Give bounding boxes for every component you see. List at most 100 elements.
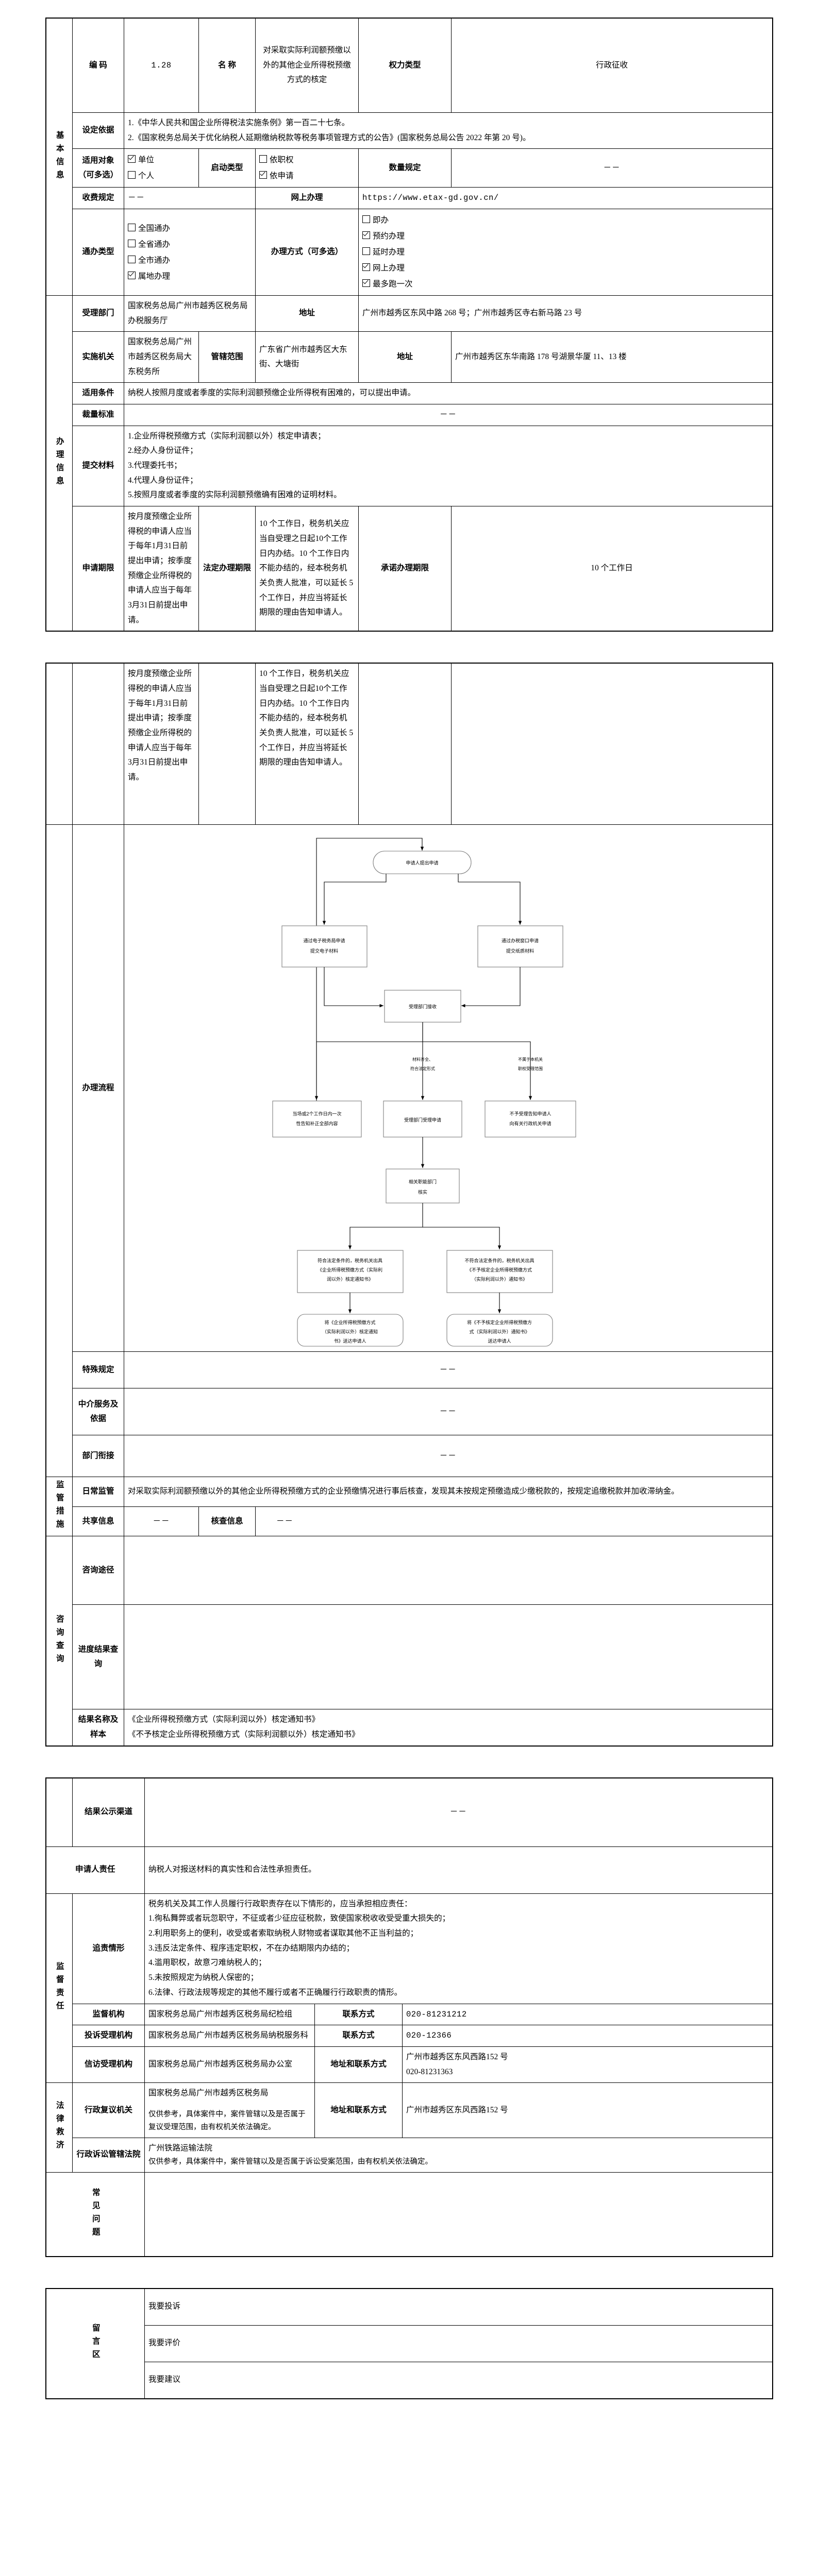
table-row: 裁量标准 －－	[46, 404, 773, 426]
table-row: 设定依据 1.《中华人民共和国企业所得税法实施条例》第一百二十七条。 2.《国家…	[46, 112, 773, 149]
label-name: 名 称	[198, 18, 256, 113]
flow-node-supplement-text-2: 性告知补正全部内容	[296, 1121, 338, 1126]
duty-item: 2.利用职务上的便利，收受或者索取纳税人财物或者谋取其他不正当利益的；	[148, 1929, 419, 1938]
court-name: 广州铁路运输法院	[148, 2143, 213, 2153]
table-row: 收费规定 －－ 网上办理 https://www.etax-gd.gov.cn/	[46, 187, 773, 210]
checkbox-mode-online[interactable]: 网上办理	[362, 260, 769, 276]
checkbox-access-city[interactable]: 全市通办	[128, 252, 252, 268]
checkbox-mode-extended-label: 延时办理	[373, 248, 405, 257]
table-row: 实施机关 国家税务总局广州市越秀区税务局大东税务所 管辖范围 广东省广州市越秀区…	[46, 331, 773, 383]
table-row: 办理信息 受理部门 国家税务总局广州市越秀区税务局办税服务厅 地址 广州市越秀区…	[45, 295, 773, 632]
label-impl-address: 地址	[358, 331, 452, 383]
spacer-cell	[451, 663, 773, 825]
label-complaint-org: 投诉受理机构	[72, 2025, 145, 2047]
review-org-name: 国家税务总局广州市越秀区税务局	[148, 2089, 269, 2098]
checkbox-mode-appointment[interactable]: 预约办理	[362, 228, 769, 244]
table-row: 部门衔接 －－	[46, 1435, 773, 1478]
table-row: 我要评价	[46, 2325, 773, 2362]
value-basis: 1.《中华人民共和国企业所得税法实施条例》第一百二十七条。 2.《国家税务总局关…	[124, 112, 773, 149]
flow-node-apply	[373, 851, 472, 875]
value-supervisor-contact: 020-81231212	[402, 2003, 773, 2026]
message-item-suggest[interactable]: 我要建议	[144, 2361, 773, 2399]
flow-edge-receive-supplement	[314, 1022, 423, 1100]
value-result-name: 《企业所得税预缴方式（实际利润以外）核定通知书》 《不予核定企业所得税预缴方式（…	[124, 1709, 773, 1747]
label-target: 适用对象（可多选）	[72, 148, 124, 188]
table-row: 信访受理机构 国家税务总局广州市越秀区税务局办公室 地址和联系方式 广州市越秀区…	[46, 2046, 773, 2083]
flow-node-supplement-text-1: 当场或2个工作日内一次	[293, 1111, 342, 1116]
label-court: 行政诉讼管辖法院	[72, 2137, 145, 2173]
label-condition: 适用条件	[72, 382, 124, 405]
result-sample-item: 《不予核定企业所得税预缴方式（实际利润额以外）核定通知书》	[128, 1730, 360, 1739]
value-faq	[144, 2172, 773, 2257]
table-row: 投诉受理机构 国家税务总局广州市越秀区税务局纳税服务科 联系方式 020-123…	[46, 2025, 773, 2047]
table-row: 结果公示渠道 －－	[45, 1777, 773, 1847]
checkbox-target-unit[interactable]: 单位	[128, 152, 195, 168]
flow-node-etax-text-1: 通过电子税务局申请	[304, 938, 345, 943]
message-item-complaint[interactable]: 我要投诉	[144, 2288, 773, 2326]
label-apply-deadline: 申请期限	[72, 506, 124, 632]
checkbox-mode-appointment-label: 预约办理	[373, 232, 405, 241]
label-jurisdiction: 管辖范围	[198, 331, 256, 383]
label-consult-channel: 咨询途径	[72, 1536, 124, 1605]
flow-node-deny-text-1: 不符合法定条件的，税务机关出具	[465, 1258, 535, 1263]
value-materials: 1.企业所得税预缴方式（实际利润额以外）核定申请表； 2.经办人身份证件； 3.…	[124, 425, 773, 507]
section-label-faq: 常见问题	[45, 2172, 145, 2257]
section-label-handling-2	[45, 824, 73, 1478]
spacer-cell	[45, 1777, 73, 1847]
checkbox-mode-extended[interactable]: 延时办理	[362, 244, 769, 260]
value-petition-contact: 广州市越秀区东风西路152 号 020-81231363	[402, 2046, 773, 2083]
label-legal-deadline: 法定办理期限	[198, 506, 256, 632]
flow-edge-verify-deny	[423, 1227, 502, 1250]
table-flow-and-supervision: 按月度预缴企业所得税的申请人应当于每年1月31日前提出申请；按季度预缴企业所得税…	[45, 663, 773, 1747]
document-page: 基本信息 编 码 1.28 名 称 对采取实际利润额预缴以外的其他企业所得税预缴…	[0, 0, 818, 2430]
label-power-type: 权力类型	[358, 18, 452, 113]
label-quantity: 数量规定	[358, 148, 452, 188]
value-online-url[interactable]: https://www.etax-gd.gov.cn/	[358, 187, 773, 210]
flow-node-window-text-2: 提交纸质材料	[506, 948, 534, 954]
table-basic-info: 基本信息 编 码 1.28 名 称 对采取实际利润额预缴以外的其他企业所得税预缴…	[45, 18, 773, 632]
checkbox-target-person-label: 个人	[138, 172, 155, 181]
checkbox-access-province-label: 全省通办	[138, 240, 171, 249]
section-label-basic: 基本信息	[45, 18, 73, 296]
table-message-area: 留言区 我要投诉 我要评价 我要建议	[45, 2287, 773, 2399]
checkbox-start-application[interactable]: 依申请	[259, 168, 355, 184]
value-link: －－	[124, 1435, 773, 1478]
message-item-evaluate[interactable]: 我要评价	[144, 2325, 773, 2362]
flow-edge-receive-reject	[423, 1041, 532, 1100]
checkbox-mode-instant[interactable]: 即办	[362, 212, 769, 228]
duty-item: 1.徇私舞弊或者玩忽职守，不征或者少征应征税款，致使国家税收收受受重大损失的；	[148, 1914, 450, 1923]
value-promise-deadline: 10 个工作日	[451, 506, 773, 632]
table-row: 结果名称及样本 《企业所得税预缴方式（实际利润以外）核定通知书》 《不予核定企业…	[46, 1709, 773, 1747]
checkbox-access-national[interactable]: 全国通办	[128, 221, 252, 236]
flow-node-deny-text-2: 《不予核定企业所得税预缴方式	[467, 1267, 532, 1273]
value-court: 广州铁路运输法院 仅供参考，具体案件中，案件管辖以及是否属于诉讼受案范围，由有权…	[144, 2137, 773, 2173]
material-item: 4.代理人身份证件；	[128, 476, 198, 485]
value-jurisdiction: 广东省广州市越秀区大东街、大塘街	[255, 331, 359, 383]
checkbox-start-authority[interactable]: 依职权	[259, 152, 355, 168]
value-legal-deadline-cont: 10 个工作日，税务机关应当自受理之日起10个工作日内办结。10 个工作日内不能…	[255, 663, 359, 825]
checkbox-access-province[interactable]: 全省通办	[128, 236, 252, 252]
table-row: 我要建议	[46, 2361, 773, 2399]
checkbox-access-city-label: 全市通办	[138, 256, 171, 265]
value-check-info: －－	[255, 1506, 773, 1537]
checkbox-access-local[interactable]: 属地办理	[128, 268, 252, 284]
flow-label-complete-1: 材料齐全、	[412, 1057, 433, 1062]
table-row: 监管措施 日常监管 对采取实际利润额预缴以外的其他企业所得税预缴方式的企业预缴情…	[45, 1477, 773, 1537]
flow-node-deliver-approve-text-2: （实际利润以外）核定通知	[322, 1329, 378, 1334]
label-accept-dept: 受理部门	[72, 295, 124, 332]
label-publish-channel: 结果公示渠道	[72, 1777, 145, 1847]
checkbox-mode-instant-label: 即办	[373, 216, 389, 225]
table-row: 留言区 我要投诉	[45, 2288, 773, 2399]
flow-label-notjur-2: 职权受理范围	[518, 1066, 543, 1071]
label-share-info: 共享信息	[72, 1506, 124, 1537]
label-complaint-contact: 联系方式	[314, 2025, 403, 2047]
checkbox-mode-onevisit[interactable]: 最多跑一次	[362, 276, 769, 292]
section-label-inquiry-text: 咨询查询	[55, 1615, 64, 1668]
material-item: 5.按照月度或者季度的实际利润额预缴确有困难的证明材料。	[128, 490, 342, 500]
duty-item: 6.法律、行政法规等规定的其他不履行或者不正确履行行政职责的情形。	[148, 1988, 403, 1997]
value-access-type-options: 全国通办 全省通办 全市通办 属地办理	[124, 209, 256, 296]
checkbox-target-person[interactable]: 个人	[128, 168, 195, 184]
flow-node-approve-text-2: 《企业所得税预缴方式（实际利	[318, 1267, 382, 1273]
value-consult-channel	[124, 1536, 773, 1605]
section-label-remedy-text: 法律救济	[55, 2101, 64, 2154]
